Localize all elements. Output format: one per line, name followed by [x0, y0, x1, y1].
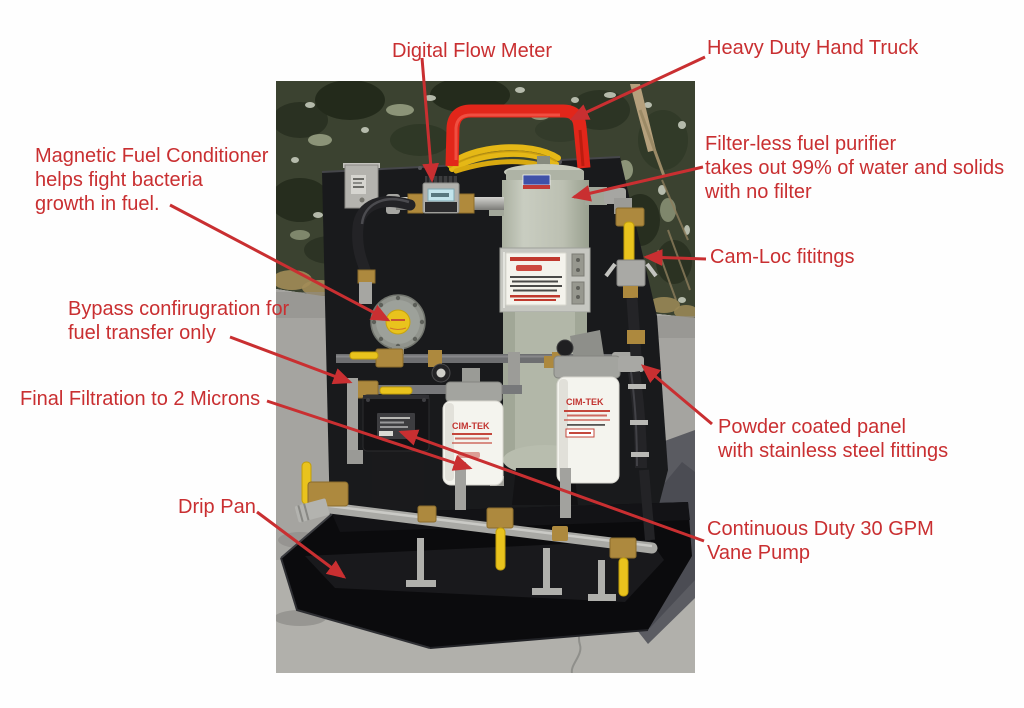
callout-line: growth in fuel. — [35, 193, 160, 215]
callout-line: Continuous Duty 30 GPM — [707, 518, 934, 540]
tree-shadow-left — [276, 292, 326, 318]
arrow-drip-pan — [256, 510, 347, 579]
callout-line: Bypass confirugration for — [68, 298, 290, 320]
final-filter: CIM-TEK — [442, 368, 504, 486]
bypass-valve-handle — [349, 351, 379, 360]
callout-line: Magnetic Fuel Conditioner — [35, 145, 269, 167]
annotation-arrows — [169, 55, 713, 579]
arrow-powder-coated-panel — [640, 364, 713, 426]
callout-line: Cam-Loc fititngs — [710, 246, 855, 268]
usa-flag-sticker — [522, 174, 551, 186]
arrow-cam-loc-fittings — [643, 249, 707, 266]
arrow-heavy-duty-hand-truck — [569, 55, 706, 121]
filter-brand-logo: CIM-TEK — [452, 421, 490, 431]
drain-valve-handle-2 — [618, 557, 629, 597]
callout-digital-flow-meter: Digital Flow Meter — [392, 39, 552, 63]
callout-continuous-duty-pump: Continuous Duty 30 GPM Vane Pump — [707, 517, 934, 565]
arrow-final-filtration — [266, 399, 473, 471]
arrow-magnetic-fuel-conditioner — [169, 203, 391, 322]
callout-line: takes out 99% of water and solids — [705, 157, 1005, 179]
callout-line: Final Filtration to 2 Microns — [20, 388, 261, 410]
callout-magnetic-fuel-conditioner: Magnetic Fuel Conditioner helps fight ba… — [35, 144, 268, 216]
callout-line: Filter-less fuel purifier — [705, 133, 897, 155]
callout-line: Powder coated panel — [718, 416, 906, 438]
black-suction-hose — [352, 196, 416, 281]
callout-line: fuel transfer only — [68, 322, 216, 344]
digital-flow-meter-device — [422, 176, 460, 214]
callout-line: Drip Pan — [178, 496, 256, 518]
callout-cam-loc-fittings: Cam-Loc fititngs — [710, 245, 855, 269]
lower-valve-handle — [379, 386, 413, 395]
callout-line: helps fight bacteria — [35, 169, 203, 191]
callout-heavy-duty-hand-truck: Heavy Duty Hand Truck — [707, 36, 918, 60]
hand-truck-handle — [445, 104, 591, 169]
callout-line: with stainless steel fittings — [718, 440, 949, 462]
callout-line: Vane Pump — [707, 542, 811, 564]
equipment-photo: CIM-TEK CIM-TEK — [276, 81, 695, 673]
camloc-fitting — [616, 259, 646, 287]
arrow-bypass-configuration — [229, 335, 353, 385]
callout-bypass-configuration: Bypass confirugration for fuel transfer … — [68, 297, 289, 345]
bottom-manifold — [294, 461, 658, 601]
drain-valve-handle — [495, 527, 506, 571]
callout-final-filtration: Final Filtration to 2 Microns — [20, 387, 260, 411]
arrow-filterless-fuel-purifier — [571, 165, 704, 202]
arrow-digital-flow-meter — [420, 57, 440, 183]
callout-line: Digital Flow Meter — [392, 40, 553, 62]
filter-brand-logo: CIM-TEK — [566, 397, 604, 407]
vacuum-gauge — [556, 339, 574, 357]
callout-filterless-fuel-purifier: Filter-less fuel purifier takes out 99% … — [705, 132, 1004, 204]
callout-drip-pan: Drip Pan — [178, 495, 256, 519]
particulate-filter: CIM-TEK — [544, 330, 621, 484]
callout-line: with no filter — [705, 181, 812, 203]
callout-powder-coated-panel: Powder coated panel with stainless steel… — [718, 415, 948, 463]
arrow-continuous-duty-pump — [398, 429, 705, 543]
callout-line: Heavy Duty Hand Truck — [707, 37, 919, 59]
tree-shadow-right — [650, 316, 695, 338]
camloc-valve-assembly — [604, 188, 658, 469]
bypass-piping — [336, 348, 636, 464]
camloc-valve-handle — [623, 221, 635, 267]
